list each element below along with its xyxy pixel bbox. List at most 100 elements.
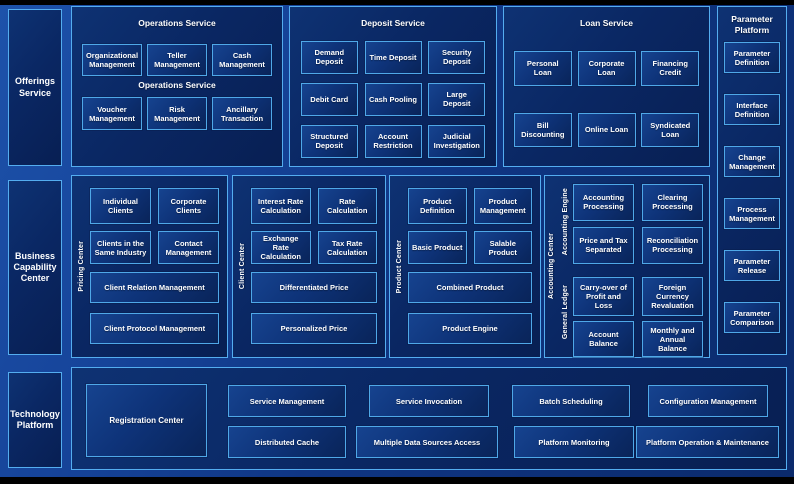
pricing-wide-box: Client Relation Management: [90, 272, 219, 303]
ledger-box: Foreign Currency Revaluation: [642, 276, 703, 317]
deposit-box: Cash Pooling: [364, 82, 422, 116]
accounting-engine-row-2: Price and Tax Separated Reconciliation P…: [573, 226, 703, 264]
deposit-row-3: Structured Deposit Account Restriction J…: [290, 124, 496, 158]
pricing-box: Individual Clients: [90, 188, 151, 224]
accounting-engine-strip: Accounting Engine: [558, 176, 573, 267]
loan-box: Syndicated Loan: [641, 112, 700, 147]
deposit-box: Security Deposit: [428, 40, 486, 74]
parameter-box: Parameter Definition: [724, 42, 780, 74]
technology-box: Service Invocation: [369, 385, 489, 417]
product-center-content: Product Definition Product Management Ba…: [408, 176, 540, 357]
pricing-box: Corporate Clients: [158, 188, 219, 224]
deposit-box: Account Restriction: [364, 124, 422, 158]
deposit-service-title: Deposit Service: [361, 18, 425, 28]
operations-service-panel: Operations Service Organizational Manage…: [71, 6, 283, 167]
pricing-box: Contact Management: [158, 231, 219, 264]
product-box: Product Definition: [408, 188, 467, 224]
loan-row-2: Bill Discounting Online Loan Syndicated …: [504, 112, 709, 147]
pricing-center-vertical-label: Pricing Center: [77, 241, 85, 292]
ledger-box: Monthly and Annual Balance: [642, 321, 703, 357]
technology-box: Configuration Management: [648, 385, 768, 417]
product-box: Salable Product: [473, 231, 532, 264]
pricing-center-strip: Pricing Center: [72, 176, 90, 357]
product-box: Product Management: [473, 188, 532, 224]
client-box: Interest Rate Calculation: [251, 188, 311, 224]
operations-box: Ancillary Transaction: [212, 97, 272, 131]
accounting-content: Accounting Processing Clearing Processin…: [573, 176, 709, 357]
parameter-box: Parameter Release: [724, 250, 780, 282]
product-wide-box: Product Engine: [408, 313, 532, 344]
accounting-engine-vertical-label: Accounting Engine: [562, 187, 569, 255]
parameter-box: Interface Definition: [724, 94, 780, 126]
pricing-grid-row-2: Clients in the Same Industry Contact Man…: [90, 231, 219, 264]
deposit-box: Structured Deposit: [300, 124, 358, 158]
accounting-box: Accounting Processing: [573, 184, 634, 221]
operations-box: Organizational Management: [82, 43, 142, 76]
product-box: Basic Product: [408, 231, 467, 264]
technology-box: Service Management: [228, 385, 346, 417]
pricing-wide-box: Client Protocol Management: [90, 313, 219, 344]
deposit-box: Judicial Investigation: [428, 124, 486, 158]
accounting-box: Clearing Processing: [642, 184, 703, 221]
accounting-box: Reconciliation Processing: [642, 226, 703, 264]
pricing-center-content: Individual Clients Corporate Clients Cli…: [90, 176, 227, 357]
loan-service-panel: Loan Service Personal Loan Corporate Loa…: [503, 6, 710, 167]
ledger-box: Account Balance: [573, 321, 634, 357]
loan-box: Corporate Loan: [577, 50, 636, 86]
client-grid-row-2: Exchange Rate Calculation Tax Rate Calcu…: [251, 231, 377, 264]
parameter-platform-title: Parameter Platform: [731, 14, 773, 35]
product-center-panel: Product Center Product Definition Produc…: [389, 175, 541, 358]
loan-box: Online Loan: [577, 112, 636, 147]
operations-service-title: Operations Service: [138, 18, 216, 28]
deposit-service-panel: Deposit Service Demand Deposit Time Depo…: [289, 6, 497, 167]
operations-box: Cash Management: [212, 43, 272, 76]
product-grid-row-2: Basic Product Salable Product: [408, 231, 532, 264]
technology-box: Platform Monitoring: [514, 426, 634, 458]
operations-row-2: Voucher Management Risk Management Ancil…: [72, 97, 282, 131]
parameter-box: Parameter Comparison: [724, 302, 780, 334]
client-center-content: Interest Rate Calculation Rate Calculati…: [251, 176, 385, 357]
client-center-panel: Client Center Interest Rate Calculation …: [232, 175, 386, 358]
technology-box: Platform Operation & Maintenance: [636, 426, 779, 458]
technology-platform-label: Technology Platform: [8, 372, 62, 468]
parameter-platform-panel: Parameter Platform Parameter Definition …: [717, 6, 787, 355]
pricing-center-panel: Pricing Center Individual Clients Corpor…: [71, 175, 228, 358]
accounting-box: Price and Tax Separated: [573, 226, 634, 264]
product-wide-box: Combined Product: [408, 272, 532, 303]
technology-box: Multiple Data Sources Access: [356, 426, 498, 458]
loan-service-title: Loan Service: [580, 18, 633, 28]
general-ledger-vertical-label: General Ledger: [562, 284, 569, 339]
deposit-box: Debit Card: [300, 82, 358, 116]
client-box: Tax Rate Calculation: [317, 231, 377, 264]
loan-box: Financing Credit: [641, 50, 700, 86]
top-black-bar: [0, 0, 794, 5]
accounting-center-vertical-label: Accounting Center: [548, 233, 555, 300]
general-ledger-row-2: Account Balance Monthly and Annual Balan…: [573, 321, 703, 357]
pricing-grid-row-1: Individual Clients Corporate Clients: [90, 188, 219, 224]
loan-box: Personal Loan: [513, 50, 572, 86]
operations-box: Teller Management: [147, 43, 207, 76]
business-capability-center-label: Business Capability Center: [8, 180, 62, 355]
deposit-box: Time Deposit: [364, 40, 422, 74]
client-wide-box: Personalized Price: [251, 313, 377, 344]
deposit-row-1: Demand Deposit Time Deposit Security Dep…: [290, 40, 496, 74]
general-ledger-strip: General Ledger: [558, 267, 573, 358]
ledger-box: Carry-over of Profit and Loss: [573, 276, 634, 317]
accounting-center-strip: Accounting Center: [545, 176, 558, 357]
operations-box: Voucher Management: [82, 97, 142, 131]
general-ledger-row-1: Carry-over of Profit and Loss Foreign Cu…: [573, 276, 703, 317]
product-center-vertical-label: Product Center: [395, 239, 403, 294]
accounting-inner-strip: Accounting Engine General Ledger: [558, 176, 573, 357]
product-center-strip: Product Center: [390, 176, 408, 357]
technology-platform-panel: Registration Center Service Management S…: [71, 367, 787, 470]
accounting-engine-row-1: Accounting Processing Clearing Processin…: [573, 184, 703, 221]
product-grid-row-1: Product Definition Product Management: [408, 188, 532, 224]
deposit-box: Demand Deposit: [300, 40, 358, 74]
operations-row-1: Organizational Management Teller Managem…: [72, 43, 282, 76]
deposit-box: Large Deposit: [428, 82, 486, 116]
parameter-box: Change Management: [724, 146, 780, 178]
parameter-box: Process Management: [724, 198, 780, 230]
registration-center-box: Registration Center: [86, 384, 207, 457]
offerings-service-label: Offerings Service: [8, 9, 62, 166]
